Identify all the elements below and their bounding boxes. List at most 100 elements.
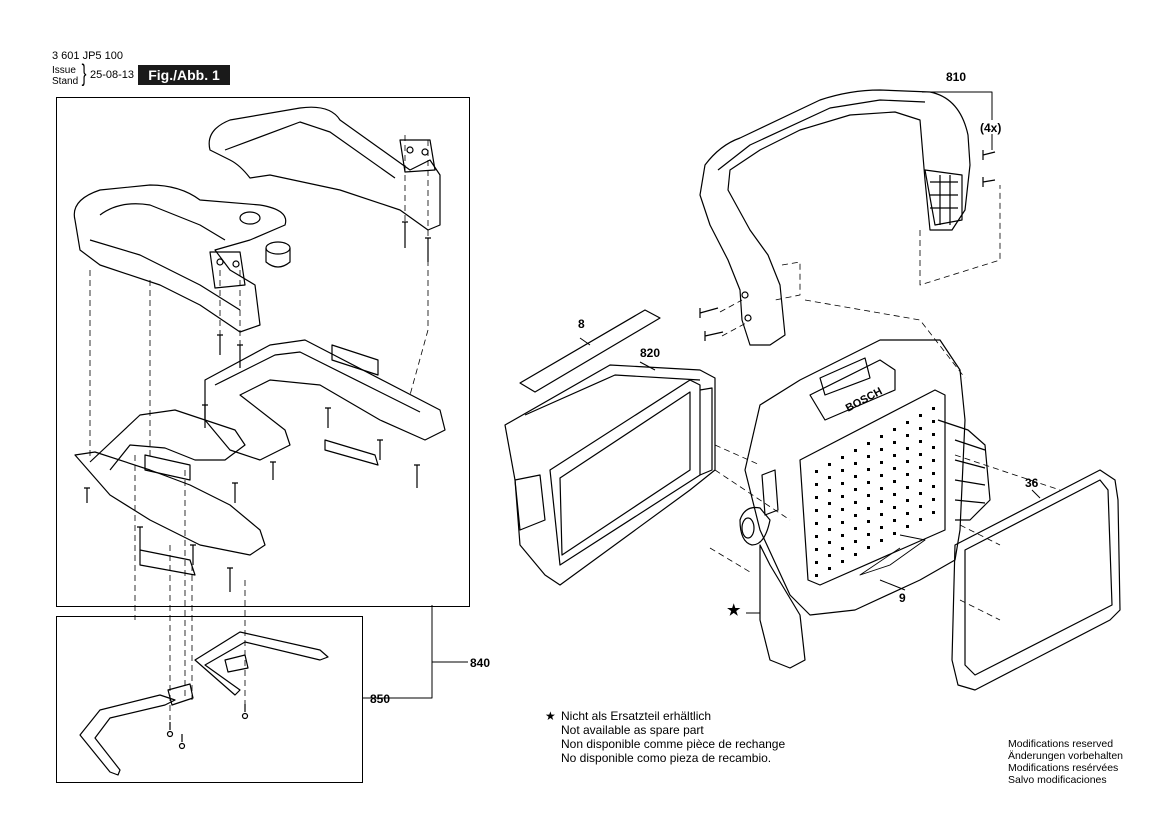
led-dot xyxy=(919,492,922,495)
modifications-notice: Modifications reserved Änderungen vorbeh… xyxy=(1008,738,1123,786)
led-dot xyxy=(932,485,935,488)
led-dot xyxy=(867,468,870,471)
led-dot xyxy=(841,469,844,472)
led-dot xyxy=(854,553,857,556)
footnote-text-es: No disponible como pieza de recambio. xyxy=(561,751,772,765)
led-dot xyxy=(867,481,870,484)
issue-stand-label: Issue Stand xyxy=(52,65,78,87)
led-dot xyxy=(867,533,870,536)
led-dot xyxy=(932,433,935,436)
led-dot xyxy=(893,428,896,431)
led-dot xyxy=(815,509,818,512)
led-dot xyxy=(828,515,831,518)
led-dot xyxy=(815,561,818,564)
stand-foot-lower xyxy=(73,184,287,333)
led-dot xyxy=(932,446,935,449)
led-dot xyxy=(828,502,831,505)
led-dot xyxy=(893,441,896,444)
led-dot xyxy=(893,519,896,522)
led-dot xyxy=(932,459,935,462)
led-dot xyxy=(880,487,883,490)
led-dot xyxy=(919,518,922,521)
led-dot xyxy=(919,479,922,482)
led-dot xyxy=(867,455,870,458)
wire-stand-frame xyxy=(56,616,363,783)
led-dot xyxy=(919,505,922,508)
nut xyxy=(265,241,291,268)
led-dot xyxy=(906,421,909,424)
led-dot xyxy=(880,513,883,516)
led-dot xyxy=(841,521,844,524)
led-dot xyxy=(841,547,844,550)
led-dot xyxy=(932,472,935,475)
led-dot xyxy=(867,442,870,445)
led-dot xyxy=(815,483,818,486)
led-dot xyxy=(893,532,896,535)
handle xyxy=(699,89,971,346)
led-dot xyxy=(893,493,896,496)
led-dot xyxy=(815,535,818,538)
brand-logo-text: BOSCH xyxy=(844,385,885,414)
modifications-fr: Modifications resérvées xyxy=(1008,762,1119,774)
led-dot xyxy=(893,467,896,470)
led-dot xyxy=(841,495,844,498)
led-dot xyxy=(906,473,909,476)
footnote-line-1: ★Nicht als Ersatzteil erhältlich xyxy=(545,709,785,723)
led-dot xyxy=(828,463,831,466)
led-dot xyxy=(815,574,818,577)
label-820: 820 xyxy=(640,346,661,360)
issue-date: 25-08-13 xyxy=(90,69,135,81)
stand-assembly-frame xyxy=(56,97,470,607)
wire-stand xyxy=(79,631,329,776)
label-strip xyxy=(519,309,661,393)
led-dot xyxy=(815,470,818,473)
led-dot xyxy=(906,512,909,515)
led-dot xyxy=(880,435,883,438)
led-dot xyxy=(880,539,883,542)
led-grid xyxy=(815,407,935,577)
led-dot xyxy=(815,548,818,551)
led-dot xyxy=(906,460,909,463)
led-dot xyxy=(828,554,831,557)
led-dot xyxy=(893,454,896,457)
base-frame xyxy=(74,339,446,556)
footnote-text-fr: Non disponible comme pièce de rechange xyxy=(561,737,786,751)
led-dot xyxy=(906,434,909,437)
footnote-text-de: Nicht als Ersatzteil erhältlich xyxy=(561,709,712,723)
led-dot xyxy=(841,508,844,511)
handle-screws xyxy=(699,150,996,341)
led-dot xyxy=(893,506,896,509)
star-marker: ★ xyxy=(727,602,741,619)
led-dot xyxy=(893,480,896,483)
footnote: ★Nicht als Ersatzteil erhältlich Not ava… xyxy=(545,709,785,765)
led-dot xyxy=(906,499,909,502)
label-4x: (4x) xyxy=(980,121,1002,135)
led-dot xyxy=(854,540,857,543)
led-dot xyxy=(828,476,831,479)
footnote-text-en: Not available as spare part xyxy=(561,723,704,737)
led-dot xyxy=(815,522,818,525)
modifications-es: Salvo modificaciones xyxy=(1008,774,1107,786)
led-dot xyxy=(919,427,922,430)
figure-label: Fig./Abb. 1 xyxy=(138,65,230,85)
led-dot xyxy=(841,456,844,459)
battery-housing xyxy=(504,364,716,586)
label-8: 8 xyxy=(578,317,585,331)
brace-glyph: } xyxy=(81,60,87,87)
label-850: 850 xyxy=(370,692,391,706)
modifications-de: Änderungen vorbehalten xyxy=(1008,750,1124,762)
label-810: 810 xyxy=(946,70,967,84)
led-dot xyxy=(880,526,883,529)
led-dot xyxy=(932,420,935,423)
document-number: 3 601 JP5 100 xyxy=(52,50,123,62)
led-dot xyxy=(854,527,857,530)
stand-foot-upper xyxy=(208,106,441,231)
led-dot xyxy=(906,486,909,489)
led-dot xyxy=(828,567,831,570)
led-dot xyxy=(880,448,883,451)
led-dot xyxy=(880,474,883,477)
led-dot xyxy=(854,462,857,465)
issue-label: Issue xyxy=(52,65,76,76)
led-dot xyxy=(815,496,818,499)
